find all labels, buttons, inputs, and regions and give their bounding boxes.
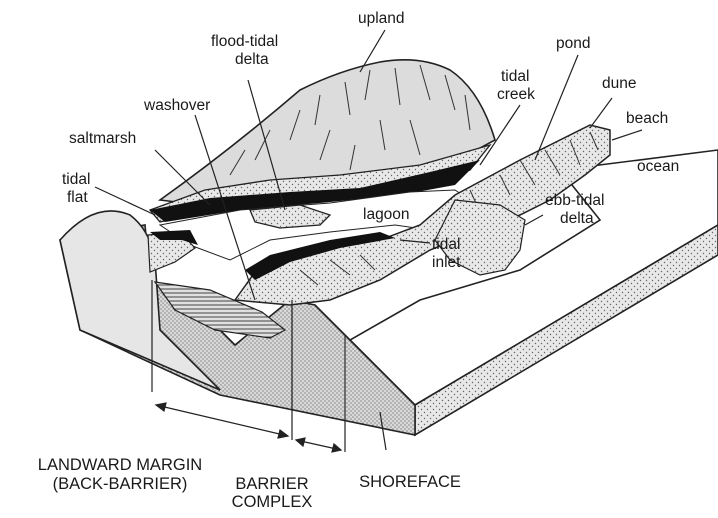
label-tidal-creek-line2: creek	[497, 86, 535, 104]
caption-landward-margin: LANDWARD MARGIN	[10, 455, 230, 475]
label-ebb-tidal-delta-line1: ebb-tidal	[545, 192, 604, 210]
label-beach: beach	[626, 110, 668, 128]
label-tidal-inlet-line2: inlet	[432, 254, 460, 272]
label-ebb-tidal-delta-line2: delta	[560, 210, 594, 228]
label-tidal-flat-line2: flat	[67, 189, 88, 207]
label-washover: washover	[144, 97, 210, 115]
label-ocean: ocean	[637, 158, 679, 176]
caption-complex: COMPLEX	[222, 492, 322, 512]
label-dune: dune	[602, 75, 636, 93]
label-lagoon: lagoon	[363, 206, 410, 224]
label-saltmarsh: saltmarsh	[69, 130, 136, 148]
label-pond: pond	[556, 35, 590, 53]
caption-barrier: BARRIER	[222, 474, 322, 494]
label-tidal-inlet-line1: tidal	[432, 236, 460, 254]
label-flood-tidal-delta-line2: delta	[235, 51, 269, 69]
caption-back-barrier: (BACK-BARRIER)	[10, 474, 230, 494]
caption-shoreface: SHOREFACE	[340, 472, 480, 492]
label-upland: upland	[358, 10, 405, 28]
label-flood-tidal-delta-line1: flood-tidal	[211, 33, 278, 51]
label-tidal-creek-line1: tidal	[501, 68, 529, 86]
label-tidal-flat-line1: tidal	[62, 171, 90, 189]
